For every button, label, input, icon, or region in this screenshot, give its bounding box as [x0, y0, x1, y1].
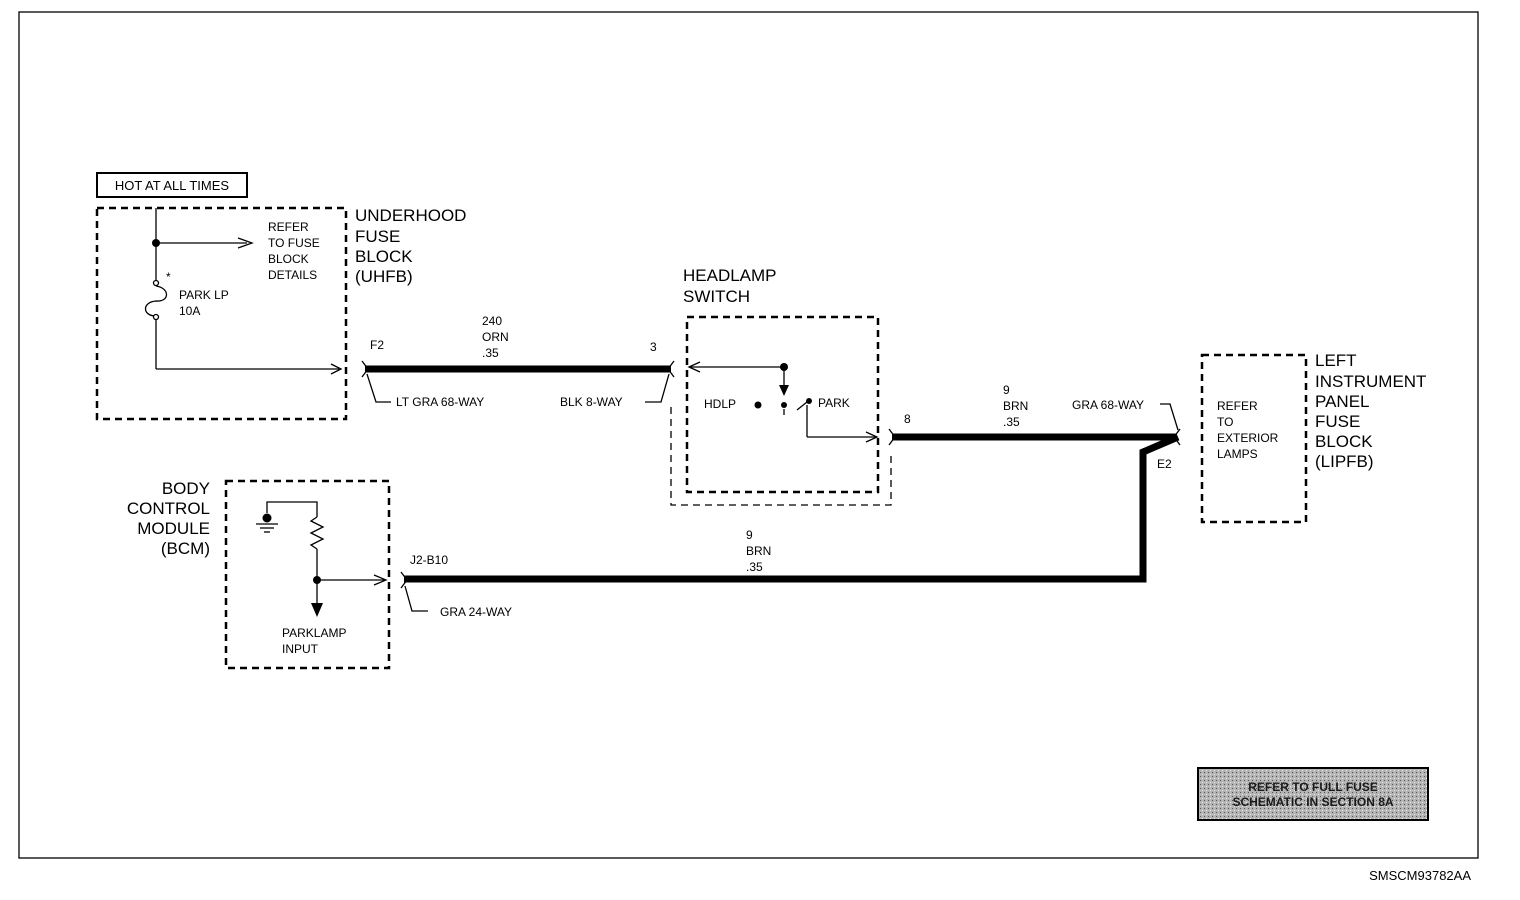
connector-label-gra-68-way: GRA 68-WAY — [1072, 398, 1144, 412]
bcm-input-label-line: PARKLAMP — [282, 626, 346, 640]
lipfb-name-line: PANEL — [1315, 392, 1370, 411]
bcm-name: BODY CONTROL MODULE (BCM) — [127, 479, 210, 558]
leader-line — [645, 373, 670, 403]
uhfb-refer-line: DETAILS — [268, 268, 317, 282]
lipfb-name: LEFT INSTRUMENT PANEL FUSE BLOCK (LIPFB) — [1315, 351, 1426, 471]
headlamp-switch-housing-outline — [670, 407, 892, 506]
bcm-input-label-line: INPUT — [282, 642, 319, 656]
fuse-terminal — [152, 279, 160, 287]
switch-position-park-label: PARK — [818, 396, 850, 410]
bcm-name-line: BODY — [162, 479, 210, 498]
connector-label-blk-8-way: BLK 8-WAY — [560, 395, 623, 409]
fuse-label-line: PARK LP — [179, 288, 229, 302]
lipfb-name-line: INSTRUMENT — [1315, 372, 1426, 391]
uhfb-name-line: FUSE — [355, 227, 400, 246]
lipfb-refer-line: REFER — [1217, 399, 1258, 413]
lipfb-name-line: FUSE — [1315, 412, 1360, 431]
connector-pin-8: 8 — [904, 412, 911, 426]
uhfb-name-line: BLOCK — [355, 247, 413, 266]
connector-pin-3: 3 — [650, 340, 657, 354]
switch-position-hdlp-label: HDLP — [704, 397, 736, 411]
wire-9-brn-label-line: .35 — [1003, 415, 1020, 429]
figure-code: SMSCM93782AA — [1369, 868, 1471, 883]
uhfb-refer-text: REFER TO FUSE BLOCK DETAILS — [268, 220, 320, 282]
leader-line — [366, 373, 391, 403]
switch-contact-hdlp — [754, 401, 762, 409]
connector-chevron-icon — [667, 360, 675, 378]
lipfb-refer-line: EXTERIOR — [1217, 431, 1279, 445]
lipfb-name-line: BLOCK — [1315, 432, 1373, 451]
arrow-head-icon — [865, 431, 879, 443]
lipfb-refer-line: TO — [1217, 415, 1233, 429]
uhfb-boundary — [95, 206, 348, 421]
uhfb-name-line: UNDERHOOD — [355, 206, 466, 225]
wire-9-brn-lower — [404, 433, 1180, 583]
bcm-name-line: MODULE — [137, 519, 210, 538]
headlamp-switch-name: HEADLAMP SWITCH — [683, 266, 777, 306]
lipfb-refer-text: REFER TO EXTERIOR LAMPS — [1217, 399, 1279, 461]
leader-line — [404, 585, 428, 612]
bcm-name-line: (BCM) — [161, 539, 210, 558]
uhfb-name: UNDERHOOD FUSE BLOCK (UHFB) — [355, 206, 466, 286]
lipfb-refer-line: LAMPS — [1217, 447, 1258, 461]
resistor-icon — [309, 516, 325, 550]
headlamp-switch-boundary — [685, 315, 880, 494]
lipfb-name-line: (LIPFB) — [1315, 452, 1374, 471]
diagram-frame — [18, 11, 1479, 859]
uhfb-name-line: (UHFB) — [355, 267, 413, 286]
pullup-wire — [266, 501, 318, 517]
headlamp-switch-name-line: HEADLAMP — [683, 266, 777, 285]
connector-pin-j2-b10: J2-B10 — [410, 553, 448, 567]
arrow-head-icon — [330, 363, 343, 375]
arrow-head-icon — [779, 385, 789, 396]
arrow-head-icon — [687, 361, 701, 373]
wire-240-label-line: ORN — [482, 330, 509, 344]
bcm-name-line: CONTROL — [127, 499, 210, 518]
refer-stamp-line: SCHEMATIC IN SECTION 8A — [1232, 795, 1393, 809]
uhfb-refer-line: TO FUSE — [268, 236, 320, 250]
arrow-head-icon — [237, 237, 254, 249]
switch-contact-park — [806, 398, 812, 404]
connector-label-gra-24-way: GRA 24-WAY — [440, 605, 512, 619]
wire-9-brn-lower-label-line: BRN — [746, 544, 771, 558]
wire-9-brn-label-line: BRN — [1003, 399, 1028, 413]
uhfb-refer-line: BLOCK — [268, 252, 309, 266]
fuse-label-line: 10A — [179, 304, 200, 318]
bcm-boundary — [224, 479, 391, 670]
refer-schematic-stamp — [1197, 767, 1429, 821]
fuse-terminal — [152, 313, 160, 321]
wire-9-brn-lower-label-line: .35 — [746, 560, 763, 574]
switch-blade — [796, 401, 808, 411]
connector-pin-e2: E2 — [1157, 457, 1172, 471]
fuse-icon — [144, 285, 168, 317]
leader-line — [1160, 403, 1179, 431]
lipfb-boundary — [1200, 353, 1308, 524]
connector-pin-f2: F2 — [370, 338, 384, 352]
arrow-head-icon — [311, 603, 323, 617]
fuse-mark: * — [166, 270, 171, 284]
hot-at-all-times-box — [96, 172, 248, 198]
wire-240-label-line: 240 — [482, 314, 502, 328]
lipfb-name-line: LEFT — [1315, 351, 1357, 370]
wire-240-label-line: .35 — [482, 346, 499, 360]
connector-label-lt-gra-68-way: LT GRA 68-WAY — [396, 395, 484, 409]
headlamp-switch-name-line: SWITCH — [683, 287, 750, 306]
wire-9-brn-lower-label-line: 9 — [746, 528, 753, 542]
switch-contact-dot — [781, 402, 787, 408]
wire-9-brn-label-line: 9 — [1003, 383, 1010, 397]
refer-stamp-line: REFER TO FULL FUSE — [1248, 780, 1378, 794]
ground-icon — [256, 513, 278, 533]
arrow-head-icon — [373, 574, 388, 586]
uhfb-refer-line: REFER — [268, 220, 309, 234]
hot-at-all-times-label: HOT AT ALL TIMES — [115, 178, 229, 193]
